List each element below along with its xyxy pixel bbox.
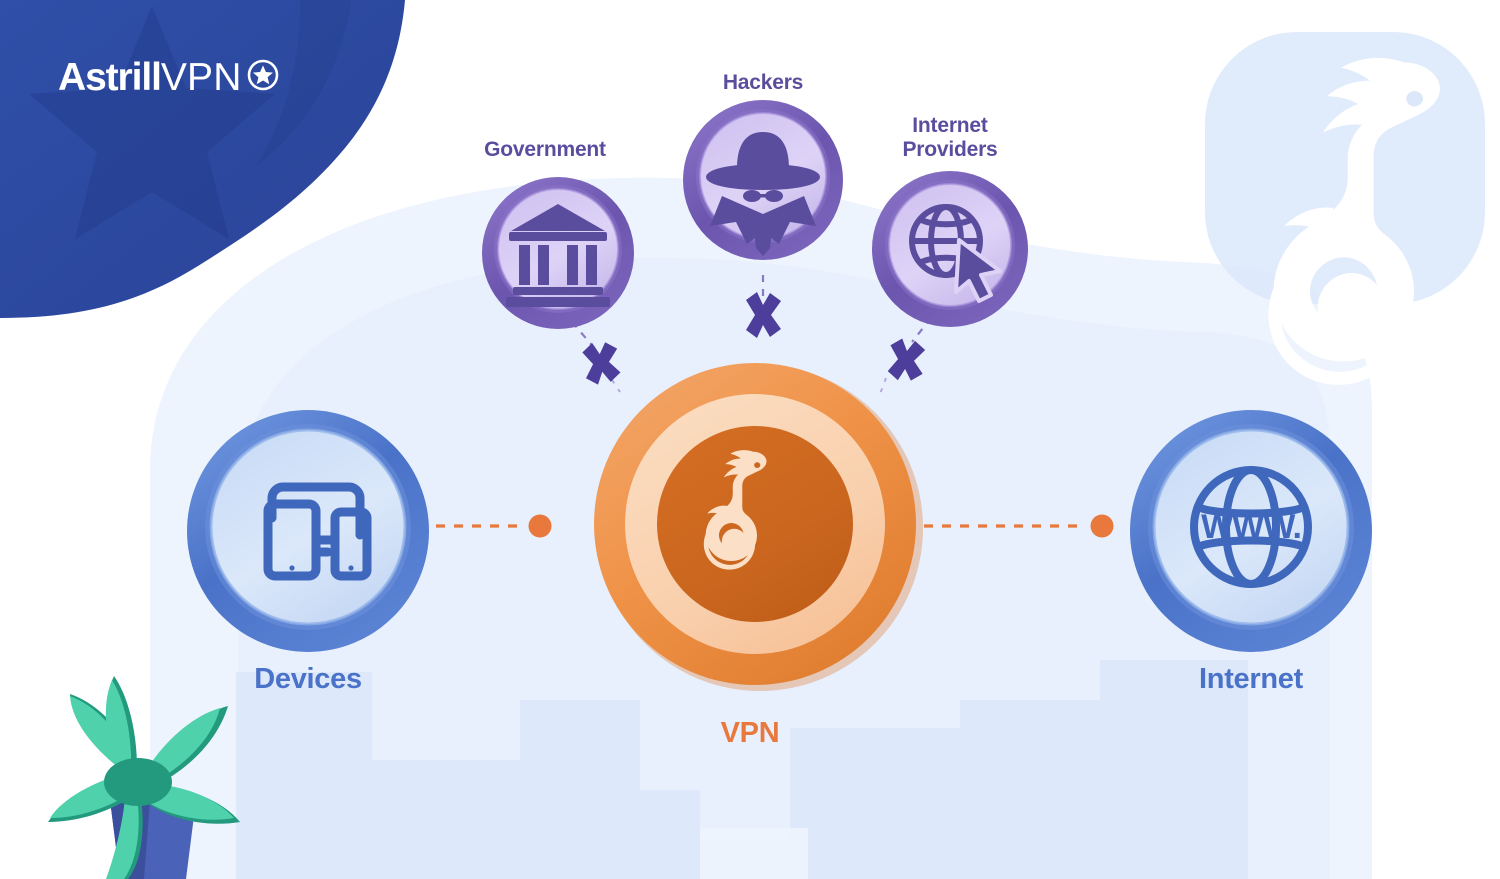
threat-label-line2: Providers [902,137,998,161]
star-in-circle-icon [247,59,279,96]
threat-label-line1: Internet [912,114,988,137]
brand-blob [0,0,405,318]
logo-text-bold: Astrill [58,56,162,99]
astrill-watermark [1205,32,1485,385]
x-mark-group [582,292,926,385]
flow-connectors [436,514,1114,538]
devices-icon [263,482,372,581]
threat-badge-internet-providers[interactable] [872,171,1028,327]
bank-building-icon [506,204,610,307]
globe-cursor-icon [909,204,1002,303]
logo-text-light: VPN [160,56,242,99]
node-label-internet: Internet [1199,663,1303,695]
threat-label-internet-providers: Internet Providers [902,114,997,161]
threat-badge-government[interactable] [482,177,634,329]
svg-text:WWW.: WWW. [1201,508,1301,546]
x-mark-hackers [746,292,781,338]
threat-badge-hackers[interactable] [683,100,843,260]
astrill-dragon-icon [703,450,767,570]
brand-logo[interactable]: Astrill VPN [58,58,279,97]
threat-label-hackers: Hackers [722,71,804,94]
spy-hat-icon [706,132,820,256]
threat-label-government: Government [484,138,606,161]
city-skyline-silhouette [236,660,1248,879]
node-badge-internet[interactable]: WWW. [1130,410,1372,652]
node-label-vpn: VPN [720,717,780,749]
node-label-devices: Devices [254,663,362,695]
node-badge-vpn[interactable] [594,363,923,691]
node-badge-devices[interactable] [187,410,429,652]
x-mark-government [582,342,621,385]
x-mark-providers [887,338,926,381]
www-globe-icon: WWW. [1190,466,1312,588]
potted-plant [48,676,240,879]
